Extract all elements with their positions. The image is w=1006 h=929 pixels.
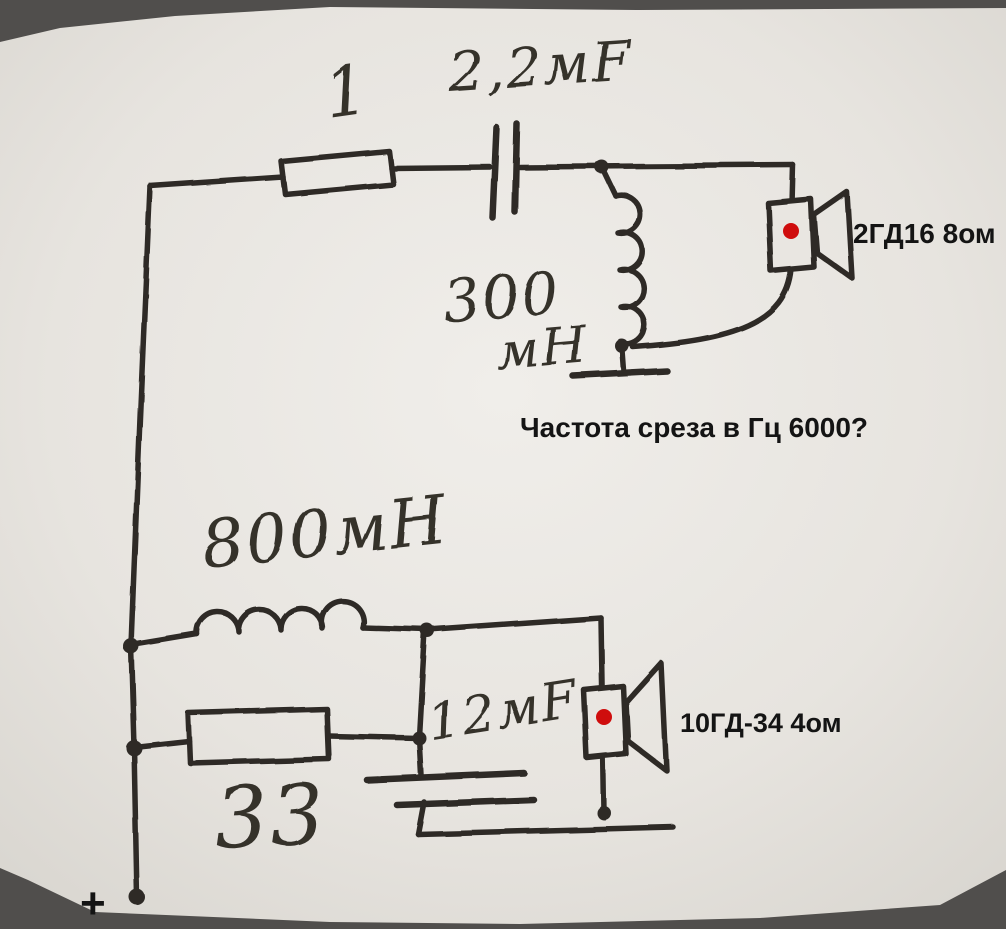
capacitor-bottom-plate-bottom — [393, 796, 538, 809]
speaker-bottom-label: 10ГД-34 4ом — [680, 708, 842, 738]
wire-to-resistor-33 — [131, 738, 192, 750]
junction-dot — [597, 806, 611, 820]
junction-dot — [421, 624, 435, 638]
wire-speaker-top-return — [630, 266, 794, 350]
wire-coil-to-junction — [360, 625, 431, 633]
speaker-top-red-dot — [783, 223, 799, 239]
inductor-top-unit-label: мН — [494, 315, 591, 383]
wire-loop-top — [425, 615, 604, 633]
plus-polarity-sign: + — [80, 879, 106, 928]
junction-dot — [595, 160, 609, 174]
wire-capacitor-to-right — [517, 162, 796, 170]
resistor-top-label: 1 — [319, 50, 375, 135]
resistor-bottom-label: 33 — [212, 764, 328, 868]
speaker-bottom-cone — [623, 660, 669, 773]
speaker-bottom-red-dot — [596, 709, 612, 725]
junction-dot — [126, 740, 142, 756]
wire-left-vertical — [128, 183, 153, 900]
inductor-top-value-label: 300 — [440, 258, 562, 336]
ground-bar — [569, 367, 671, 380]
wire-loop-left-upper — [416, 627, 428, 740]
capacitor-top-plate-right — [511, 120, 521, 216]
wire-to-coil-800 — [128, 631, 200, 648]
photo-edge-top — [0, 0, 1006, 42]
typed-labels: 2ГД16 8ом Частота среза в Гц 6000? 10ГД-… — [80, 218, 996, 928]
speaker-top-label: 2ГД16 8ом — [853, 218, 996, 249]
ink-drawing: 1 2,2мF 300 мН 800мН 33 12мF — [123, 28, 855, 905]
resistor-top-body — [278, 148, 396, 197]
wire-top-left — [147, 174, 286, 189]
junction-dot — [123, 638, 139, 654]
capacitor-bottom-plate-top — [363, 769, 528, 784]
wire-resistor-to-capacitor — [388, 164, 493, 171]
photo-edge-bottom — [0, 868, 1006, 929]
junction-dot-plus-terminal — [129, 889, 145, 905]
wire-down-to-speaker-top — [789, 162, 796, 207]
capacitor-top-plate-left — [489, 124, 501, 222]
cutoff-frequency-question: Частота среза в Гц 6000? — [520, 412, 868, 443]
junction-dot — [615, 339, 629, 353]
resistor-bottom-body — [185, 706, 332, 766]
capacitor-top-label: 2,2мF — [445, 28, 635, 106]
junction-dot — [412, 731, 426, 745]
speaker-top-cone — [811, 189, 855, 281]
wire-resistor-33-out — [326, 733, 422, 741]
wire-cap-to-bottom — [415, 799, 427, 837]
wire-loop-bottom — [415, 824, 676, 837]
inductor-bottom-coil — [194, 598, 367, 637]
inductor-top-coil — [613, 192, 648, 348]
